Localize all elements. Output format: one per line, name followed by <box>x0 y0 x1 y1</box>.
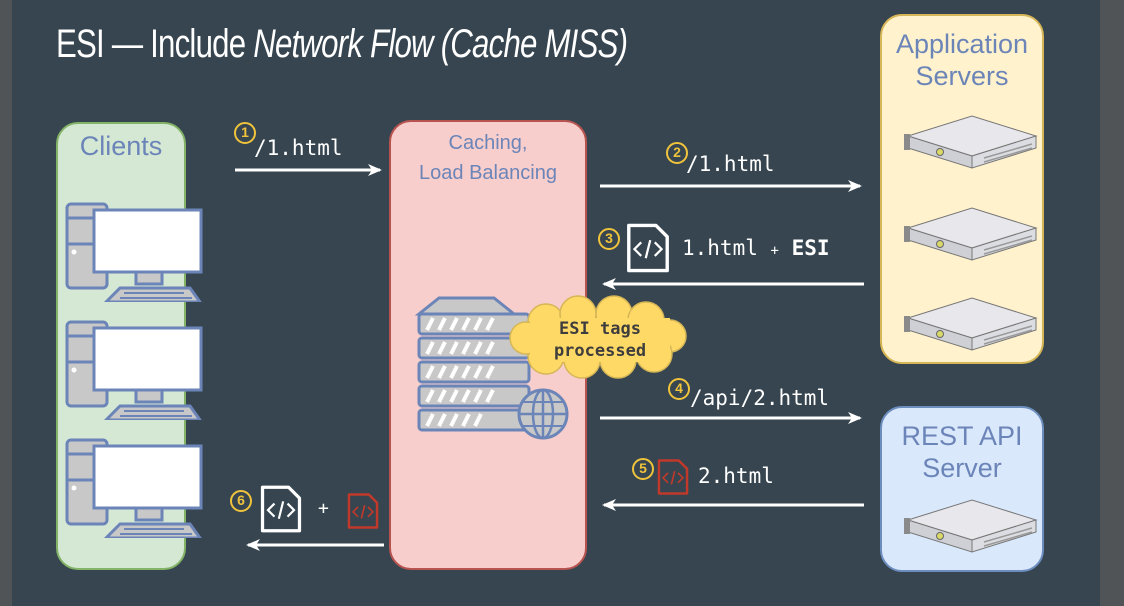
rest-api-server-box: REST API Server <box>880 406 1044 572</box>
flow-5-label: 2.html <box>698 464 774 488</box>
step-badge-2: 2 <box>666 142 688 164</box>
rest-label-line2: Server <box>922 453 1002 483</box>
globe-icon <box>517 388 569 440</box>
app-label-line1: Application <box>895 29 1029 59</box>
application-servers-box: Application Servers <box>880 14 1044 364</box>
app-servers-label: Application Servers <box>882 28 1042 92</box>
flow-2-label: /1.html <box>686 152 775 176</box>
cache-label: Caching, Load Balancing <box>391 128 585 188</box>
step-badge-1: 1 <box>234 122 256 144</box>
flow-4-label: /api/2.html <box>690 386 830 410</box>
caching-load-balancing-box: Caching, Load Balancing <box>389 120 587 570</box>
html-file-icon <box>260 485 302 533</box>
step-badge-5: 5 <box>632 458 654 480</box>
step-badge-4: 4 <box>668 378 690 400</box>
cloud-text-line2: processed <box>554 341 646 361</box>
flow-6-plus: + <box>318 498 329 519</box>
cache-label-line1: Caching, <box>448 132 528 154</box>
slide: ESI — Include Network Flow (Cache MISS) … <box>12 0 1100 606</box>
flow-3-esi: ESI <box>791 236 830 260</box>
html-file-icon <box>626 223 670 273</box>
web-server-stack-icon <box>414 296 569 440</box>
cloud-text-line1: ESI tags <box>559 319 641 339</box>
title-plain: ESI — Include <box>56 22 246 66</box>
clients-label: Clients <box>79 131 163 161</box>
step-badge-6: 6 <box>230 490 252 512</box>
flow-1-label: /1.html <box>254 136 343 160</box>
html-file-red-icon <box>657 459 689 495</box>
title-italic: Network Flow (Cache MISS) <box>253 22 628 66</box>
slide-title: ESI — Include Network Flow (Cache MISS) <box>56 22 628 67</box>
flow-3-label: 1.html + ESI <box>682 236 830 260</box>
flow-3-file: 1.html <box>682 236 758 260</box>
flow-3-plus: + <box>770 243 779 259</box>
esi-tags-processed-cloud: ESI tags processed <box>509 295 687 379</box>
rest-label-line1: REST API <box>901 421 1023 451</box>
html-file-red-icon <box>347 493 379 529</box>
rest-api-label: REST API Server <box>882 420 1042 484</box>
cache-label-line2: Load Balancing <box>419 162 557 184</box>
flow-arrows <box>235 164 864 551</box>
step-badge-3: 3 <box>598 228 620 250</box>
clients-box: Clients <box>56 122 186 570</box>
app-label-line2: Servers <box>915 61 1009 91</box>
